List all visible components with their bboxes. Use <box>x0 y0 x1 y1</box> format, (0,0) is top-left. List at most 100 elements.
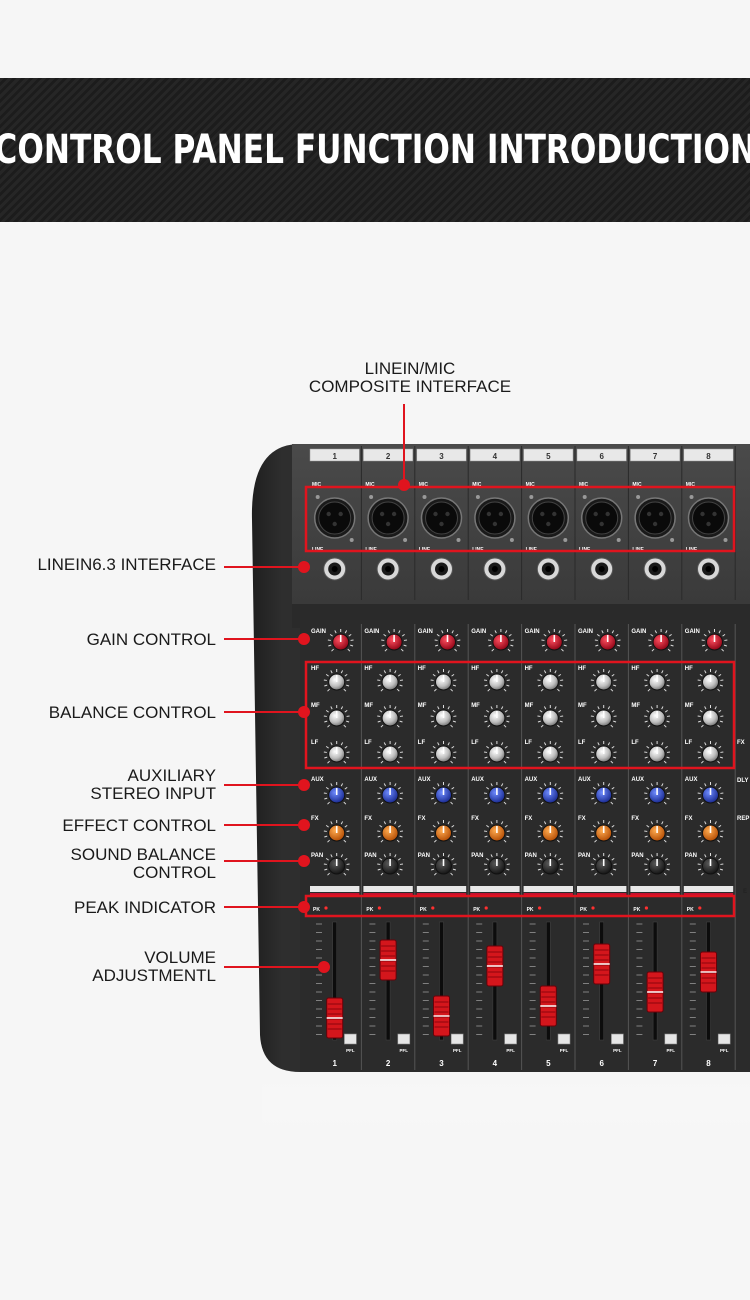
slider-fader-icon[interactable] <box>486 945 504 987</box>
hf-knob[interactable] <box>483 669 510 692</box>
pfl-button[interactable] <box>664 1033 678 1045</box>
mf-knob[interactable] <box>537 705 564 728</box>
mf-knob[interactable] <box>430 705 457 728</box>
aux-knob[interactable] <box>377 782 404 805</box>
mf-label: MF <box>471 703 480 709</box>
mf-knob[interactable] <box>377 705 404 728</box>
pfl-button[interactable] <box>611 1033 624 1045</box>
mf-knob[interactable] <box>644 705 671 728</box>
pan-knob[interactable] <box>483 853 510 876</box>
pfl-button[interactable] <box>397 1033 411 1045</box>
trs-jack-icon[interactable] <box>430 557 453 581</box>
xlr-jack-icon[interactable] <box>527 495 570 542</box>
gain-knob[interactable] <box>327 629 354 652</box>
trs-jack-icon[interactable] <box>483 557 507 581</box>
hf-knob[interactable] <box>590 669 617 692</box>
knob-tick <box>346 797 350 800</box>
knob-tick <box>646 786 650 790</box>
gain-knob[interactable] <box>487 629 514 652</box>
pfl-button[interactable] <box>504 1033 517 1045</box>
trs-jack-icon[interactable] <box>323 557 347 581</box>
aux-knob[interactable] <box>537 782 564 805</box>
pan-knob[interactable] <box>323 853 350 876</box>
mf-knob[interactable] <box>697 705 724 728</box>
lf-knob[interactable] <box>323 741 350 764</box>
pan-knob[interactable] <box>697 853 724 876</box>
knob-tick <box>611 630 615 634</box>
knob-tick <box>379 745 383 749</box>
pan-knob[interactable] <box>537 853 564 876</box>
fx-knob[interactable] <box>644 820 671 843</box>
lf-knob[interactable] <box>483 741 510 764</box>
xlr-jack-icon[interactable] <box>367 495 409 542</box>
mf-knob[interactable] <box>483 705 510 728</box>
gain-knob[interactable] <box>541 629 568 652</box>
aux-knob[interactable] <box>644 782 671 805</box>
slider-fader-icon[interactable] <box>646 971 664 1013</box>
trs-jack-icon[interactable] <box>643 557 667 581</box>
fx-knob[interactable] <box>323 820 350 843</box>
knob-tick <box>397 673 401 677</box>
knob-tick <box>666 868 670 871</box>
hf-knob[interactable] <box>430 669 457 692</box>
hf-knob[interactable] <box>644 669 671 692</box>
trs-jack-icon[interactable] <box>376 557 400 581</box>
lf-knob[interactable] <box>377 741 404 764</box>
pfl-button[interactable] <box>717 1033 731 1045</box>
hf-knob[interactable] <box>697 669 724 692</box>
lf-knob[interactable] <box>590 741 617 764</box>
trs-jack-icon[interactable] <box>590 557 614 581</box>
pan-knob[interactable] <box>644 853 671 876</box>
gain-knob[interactable] <box>648 629 675 652</box>
pan-knob[interactable] <box>430 853 457 876</box>
slider-fader-icon[interactable] <box>433 995 450 1037</box>
gain-knob[interactable] <box>701 629 728 652</box>
hf-knob[interactable] <box>537 669 564 692</box>
fx-knob[interactable] <box>483 820 510 843</box>
xlr-jack-icon[interactable] <box>474 495 516 542</box>
trs-jack-icon[interactable] <box>697 557 720 581</box>
pfl-button[interactable] <box>450 1033 464 1045</box>
fx-knob[interactable] <box>697 820 724 843</box>
gain-knob[interactable] <box>434 629 461 652</box>
fx-knob[interactable] <box>430 820 457 843</box>
aux-knob[interactable] <box>697 782 724 805</box>
xlr-jack-icon[interactable] <box>420 495 463 542</box>
aux-knob[interactable] <box>430 782 457 805</box>
slider-fader-icon[interactable] <box>593 943 611 985</box>
knob-tick <box>394 706 397 710</box>
fx-knob[interactable] <box>590 820 617 843</box>
hf-knob[interactable] <box>377 669 404 692</box>
aux-knob[interactable] <box>590 782 617 805</box>
slider-fader-icon[interactable] <box>326 997 344 1039</box>
aux-knob[interactable] <box>323 782 350 805</box>
pfl-button[interactable] <box>344 1033 357 1045</box>
knob-tick <box>377 756 381 759</box>
pan-knob[interactable] <box>377 853 404 876</box>
mf-knob[interactable] <box>323 705 350 728</box>
lf-knob[interactable] <box>644 741 671 764</box>
lf-knob[interactable] <box>430 741 457 764</box>
mf-knob[interactable] <box>590 705 617 728</box>
pfl-button[interactable] <box>557 1033 571 1045</box>
xlr-jack-icon[interactable] <box>313 495 356 542</box>
gain-knob[interactable] <box>381 629 408 652</box>
knob-tick <box>701 644 706 647</box>
xlr-jack-icon[interactable] <box>634 495 676 542</box>
slider-fader-icon[interactable] <box>539 985 557 1027</box>
lf-knob[interactable] <box>697 741 724 764</box>
fx-knob[interactable] <box>377 820 404 843</box>
channel-bottom-number: 6 <box>599 1059 604 1068</box>
hf-knob[interactable] <box>323 669 350 692</box>
fx-knob[interactable] <box>537 820 564 843</box>
slider-fader-icon[interactable] <box>379 939 397 981</box>
aux-knob[interactable] <box>483 782 510 805</box>
xlr-jack-icon[interactable] <box>687 495 730 542</box>
knob-tick <box>380 760 384 764</box>
lf-knob[interactable] <box>537 741 564 764</box>
gain-knob[interactable] <box>594 629 621 652</box>
trs-jack-icon[interactable] <box>536 557 560 581</box>
xlr-jack-icon[interactable] <box>580 495 623 542</box>
pan-knob[interactable] <box>590 853 617 876</box>
slider-fader-icon[interactable] <box>700 951 717 993</box>
